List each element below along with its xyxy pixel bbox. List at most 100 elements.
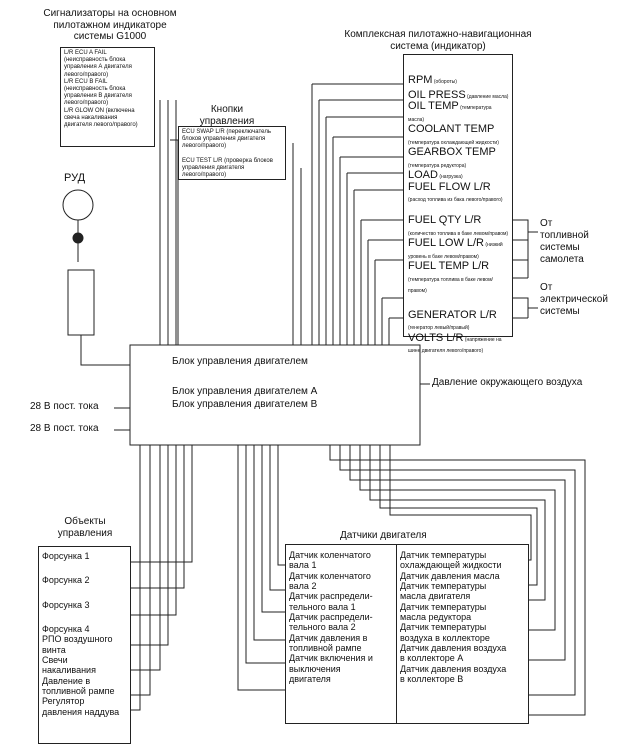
ecu-line-1: Блок управления двигателем <box>172 356 308 367</box>
sensor-left-line: тельного вала 1 <box>289 601 356 612</box>
sensor-right-line: Датчик давления масла <box>400 570 500 581</box>
nav-item: VOLTS L/R (напряжение на шине двигателя … <box>408 332 509 356</box>
nav-item-main: LOAD <box>408 169 438 182</box>
sensor-left-line: выключения <box>289 663 341 674</box>
signal-title-line: системы G1000 <box>73 31 147 42</box>
sensor-left-line: Датчик распредели- <box>289 612 373 623</box>
button-line <box>182 151 282 158</box>
signal-line: свеча накаливания <box>64 114 118 121</box>
ambient-pressure-label: Давление окружающего воздуха <box>432 377 583 388</box>
button-line: ECU TEST L/R (проверка блоков <box>182 157 273 164</box>
nav-box: RPM (обороты)OIL PRESS (давление масла)O… <box>403 54 513 354</box>
signal-title-line: пилотажном индикаторе <box>53 19 167 31</box>
control-item: винта <box>42 644 66 655</box>
button-line: левого/правого) <box>182 172 227 179</box>
throttle-label: РУД <box>64 172 86 184</box>
buttons-title-line: Кнопки <box>210 104 244 115</box>
nav-item-note: (напряжение на шине двигателя левого/пра… <box>408 336 502 355</box>
control-item: давления наддува <box>42 706 120 717</box>
nav-item-main: COOLANT TEMP <box>408 123 495 136</box>
nav-item-note: (температура охлаждающей жидкости) <box>408 139 499 146</box>
nav-item-main: OIL PRESS <box>408 88 466 101</box>
button-line: левого/правого) <box>182 143 227 150</box>
fuel-side-line: системы <box>540 242 580 253</box>
elec-side-line: От <box>540 282 553 293</box>
nav-item-note: (низкий уровень в баке левом/правом) <box>408 242 503 260</box>
control-objects-box: Форсунка 1 Форсунка 2 Форсунка 3 Форсунка 4… <box>38 546 131 744</box>
signal-group-title: Сигнализаторы на основном пилотажном инд… <box>22 8 198 43</box>
control-item: Форсунка 4 <box>42 624 90 635</box>
nav-title: Комплексная пилотажно-навигационная сист… <box>318 29 558 52</box>
nav-item-note: (расход топлива из бака левого/правого) <box>408 197 503 204</box>
control-title-line: управления <box>57 527 113 539</box>
nav-item-main: GEARBOX TEMP <box>408 146 496 159</box>
signal-line: L/R ECU A FAIL <box>64 50 107 56</box>
nav-item: OIL TEMP (температура масла) <box>408 100 509 124</box>
control-item: Форсунка 3 <box>42 599 90 610</box>
button-line: ECU SWAP L/R (переключатель <box>182 129 271 135</box>
sensor-left-line: вала 1 <box>289 560 317 571</box>
dc-input-2: 28 В пост. тока <box>30 423 99 434</box>
nav-item-note: (генератор левый/правый) <box>408 325 470 332</box>
sensor-left-line: Датчик коленчатого <box>289 570 371 581</box>
sensor-left-line: тельного вала 2 <box>289 622 356 633</box>
sensor-right-line: Датчик температуры <box>400 601 487 612</box>
nav-item-note: (количество топлива в баке левом/правом) <box>408 230 509 237</box>
sensor-right-line: масла редуктора <box>400 612 472 623</box>
nav-item-note: (температура масла) <box>408 105 492 123</box>
nav-item: OIL PRESS (давление масла) <box>408 88 509 102</box>
nav-item-main: FUEL QTY L/R <box>408 214 482 227</box>
sensor-left-line: топливной рампе <box>289 643 362 654</box>
signal-line: (неисправность блока <box>64 85 126 92</box>
nav-item: COOLANT TEMP (температура охлаждающей жи… <box>408 123 509 147</box>
nav-item: FUEL QTY L/R (количество топлива в баке … <box>408 214 509 238</box>
sensor-right-line: Датчик давления воздуха <box>400 663 507 674</box>
nav-item: RPM (обороты) <box>408 74 509 87</box>
buttons-title: Кнопки управления <box>192 104 262 127</box>
control-item: Форсунка 2 <box>42 575 90 586</box>
nav-items: RPM (обороты)OIL PRESS (давление масла)O… <box>408 74 509 356</box>
nav-item: LOAD (нагрузка) <box>408 170 509 182</box>
fuel-side-line: самолета <box>540 254 584 265</box>
control-title: Объекты управления <box>50 516 120 539</box>
signal-line: левого/правого) <box>64 100 109 107</box>
nav-item-note: (нагрузка) <box>437 174 463 181</box>
control-title-line: Объекты <box>64 516 106 527</box>
sensor-left-line: Датчик коленчатого <box>289 550 371 560</box>
control-item: Форсунка 1 <box>42 551 90 561</box>
dc-input-1: 28 В пост. тока <box>30 401 99 412</box>
signal-line: управления В двигателя <box>64 93 132 100</box>
signal-line: левого/правого) <box>64 71 109 78</box>
nav-item-main: FUEL FLOW L/R <box>408 180 491 193</box>
signal-line: L/R ECU B FAIL <box>64 78 108 85</box>
sensor-right-line: в коллекторе В <box>400 674 464 685</box>
sensor-right-line: Датчик давления воздуха <box>400 643 507 654</box>
control-items: Форсунка 1 Форсунка 2 Форсунка 3 Форсунка 4… <box>42 551 127 717</box>
nav-item: FUEL TEMP L/R (температура топлива в бак… <box>408 260 509 296</box>
nav-title-line: система (индикатор) <box>390 40 486 52</box>
nav-item-note: (температура редуктора) <box>408 162 467 169</box>
nav-item-main: RPM <box>408 74 433 86</box>
nav-item-main: OIL TEMP <box>408 100 459 113</box>
sensors-divider <box>396 545 397 723</box>
sensor-right-line: масла двигателя <box>400 591 471 602</box>
button-line: управления двигателя <box>182 164 245 171</box>
sensor-right-line: в коллекторе А <box>400 653 464 664</box>
nav-item-main: FUEL LOW L/R <box>408 237 484 250</box>
nav-item: GENERATOR L/R (генератор левый/правый) <box>408 309 509 333</box>
sensor-right-line: Датчик температуры <box>400 550 487 560</box>
nav-item-note: (температура топлива в баке левом/правом… <box>408 276 493 295</box>
sensor-left-line: Датчик включения и <box>289 653 373 664</box>
control-item: РПО воздушного <box>42 634 113 645</box>
control-item: топливной рампе <box>42 686 115 697</box>
nav-item: GEARBOX TEMP (температура редуктора) <box>408 147 509 170</box>
nav-item-note: (давление масла) <box>465 93 509 100</box>
control-item: Регулятор <box>42 696 85 707</box>
control-item: Свечи <box>42 655 68 666</box>
